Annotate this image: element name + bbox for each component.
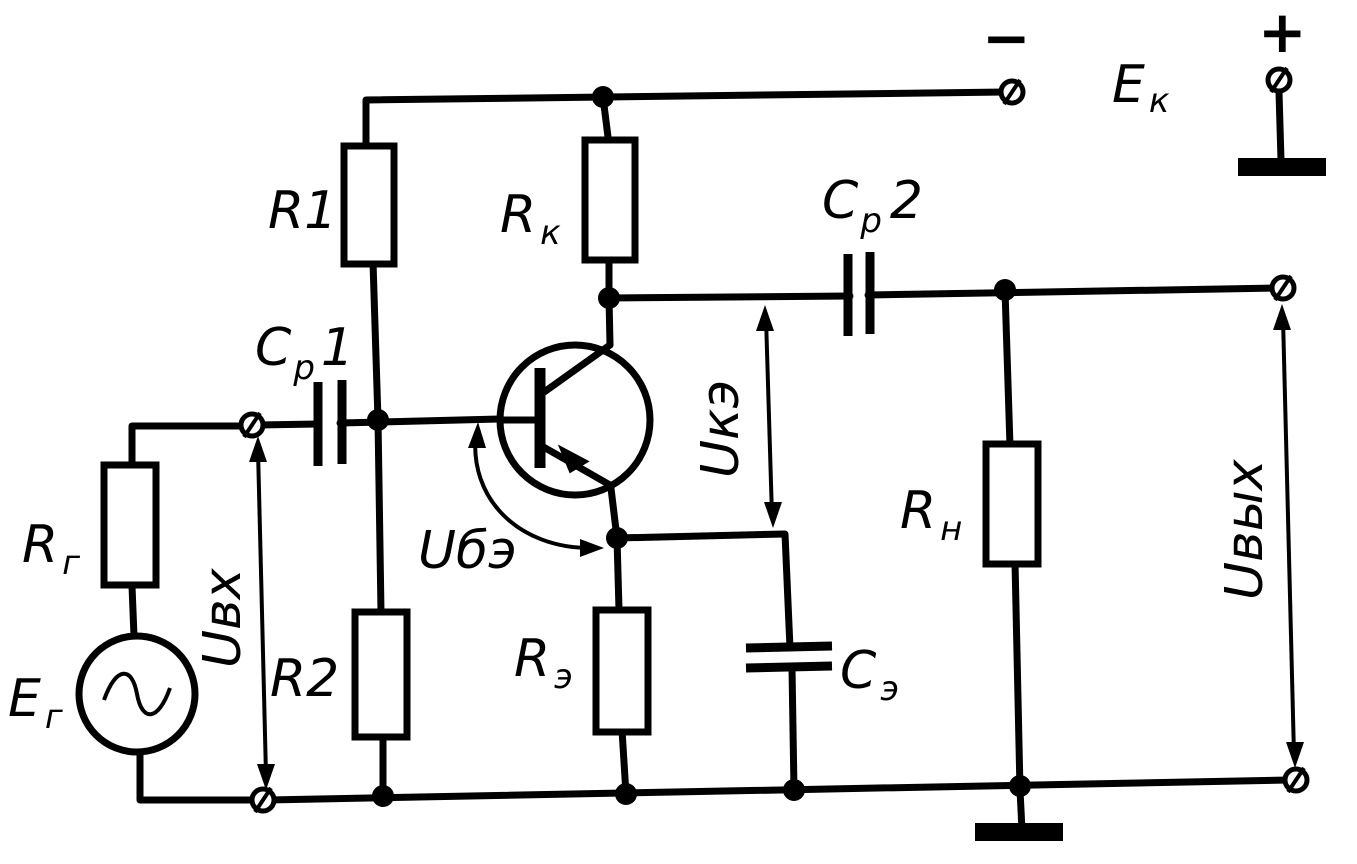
gen-bottom-wire <box>136 750 262 804</box>
rg-top-wire <box>128 422 254 469</box>
terminal-ek-plus <box>1265 66 1293 94</box>
input-to-cp1-wire <box>254 420 322 429</box>
capacitor-cp2 <box>843 252 875 336</box>
terminal-ek-minus <box>998 78 1026 106</box>
transistor-npn <box>496 341 654 499</box>
uvyh-arrow-line <box>1281 317 1296 756</box>
junction-gnd-ce <box>783 779 805 801</box>
junction-emitter <box>606 527 628 549</box>
plus-sign: + <box>1258 0 1307 66</box>
ce-bottom-wire <box>788 664 798 794</box>
supply-ground-bar <box>1238 158 1326 176</box>
capacitor-ce <box>745 641 833 673</box>
resistor-re <box>592 606 652 736</box>
resistor-r1 <box>340 142 398 268</box>
ground-bar <box>975 823 1063 841</box>
label-r2: R2 <box>270 649 339 709</box>
terminal-output-top <box>1269 274 1297 302</box>
junction-gnd-re <box>615 783 637 805</box>
terminals <box>238 66 1310 814</box>
uvh-arrow-top <box>249 436 267 462</box>
junction-top <box>592 86 614 108</box>
ac-generator <box>75 632 199 756</box>
uke-arrow-bottom <box>764 502 782 528</box>
uke-arrow-top <box>756 305 774 331</box>
supply-rail-wire <box>362 88 1009 154</box>
voltage-arrows <box>249 304 1304 790</box>
supply-stub-wire <box>1275 88 1285 164</box>
junction-gnd-rn <box>1009 775 1031 797</box>
uvyh-arrow-bottom <box>1286 742 1304 768</box>
collector-to-cp2-wire <box>605 292 854 302</box>
uvh-arrow-bottom <box>257 764 275 790</box>
rn-top-wire <box>1001 286 1014 450</box>
ube-arrow-right <box>580 539 604 557</box>
label-uvyh: Uвых <box>1215 458 1275 600</box>
label-r1: R1 <box>268 181 337 241</box>
junction-base <box>367 409 389 431</box>
ube-arrow-curve <box>473 431 591 550</box>
terminal-output-bottom <box>1282 766 1310 794</box>
uvh-arrow-line <box>256 449 268 776</box>
r1-to-base-wire <box>369 258 382 424</box>
label-uke: Uкэ <box>691 380 751 478</box>
uke-arrow-line <box>764 317 774 517</box>
emitter-arrow <box>557 444 590 474</box>
rn-bottom-wire <box>1011 558 1024 794</box>
resistor-r2 <box>351 608 411 741</box>
base-to-r2-wire <box>374 416 385 616</box>
junction-collector <box>598 287 620 309</box>
resistor-rn <box>982 440 1042 568</box>
junction-gnd-r2 <box>372 785 394 807</box>
resistor-rk <box>581 136 639 264</box>
capacitor-cp1 <box>313 380 347 466</box>
label-uvh: Uвх <box>193 567 253 668</box>
minus-sign: − <box>982 4 1031 72</box>
ground-rail-wire <box>264 776 1292 804</box>
terminal-input-bottom <box>249 786 277 814</box>
emitter-to-ce-wire <box>613 530 794 652</box>
label-ube: Uбэ <box>418 521 517 581</box>
uvyh-arrow-top <box>1273 304 1291 330</box>
emitter-to-re-wire <box>613 534 623 614</box>
junctions <box>367 86 1031 807</box>
junction-output <box>994 279 1016 301</box>
rg-to-gen-wire <box>128 582 138 640</box>
ube-arrow-top <box>468 422 486 448</box>
resistor-rg <box>100 461 160 589</box>
terminal-input-top <box>238 411 266 439</box>
cp2-to-output-wire <box>864 284 1284 299</box>
